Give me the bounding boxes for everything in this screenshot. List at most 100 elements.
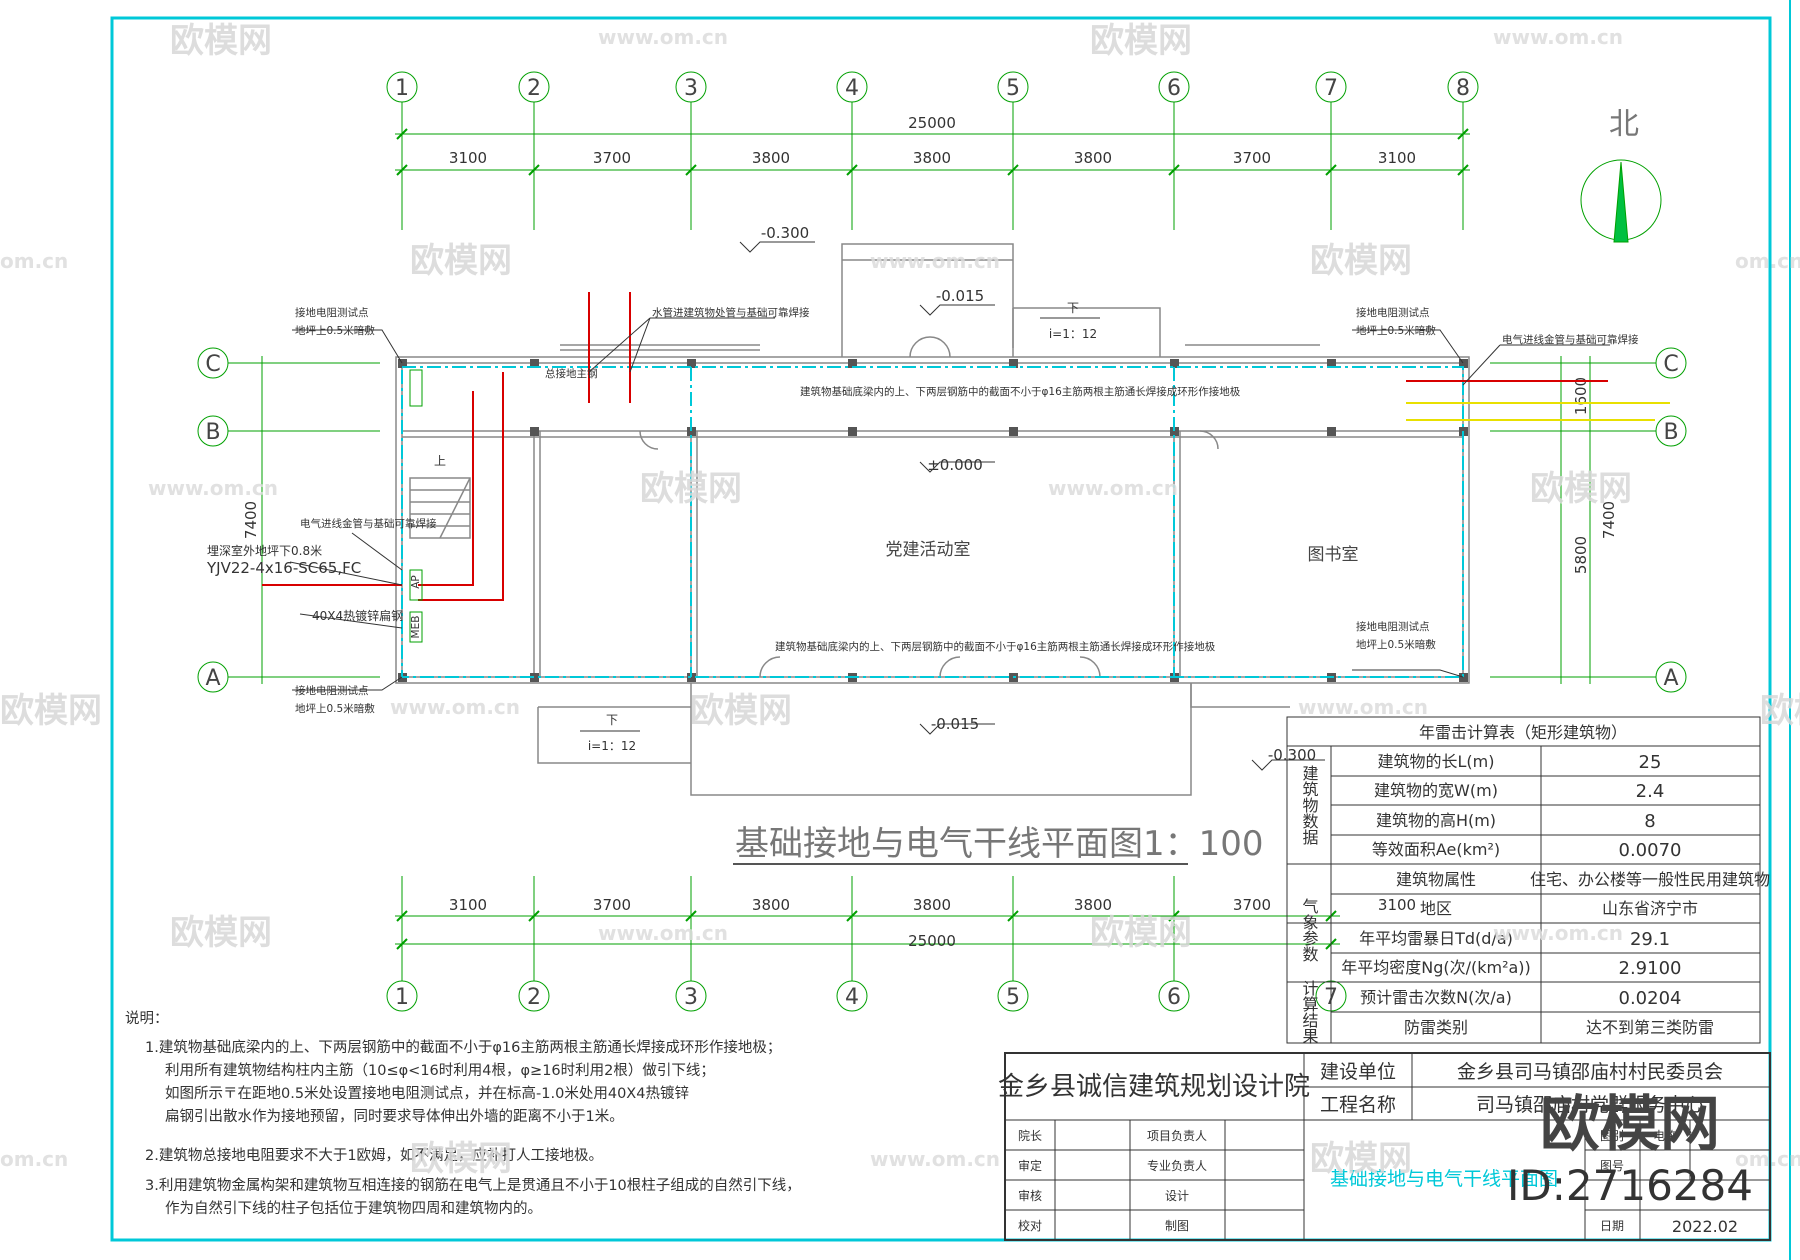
dim-top-span-5: 3800 bbox=[1074, 149, 1112, 167]
axis-bottom-5: 5 bbox=[1006, 985, 1020, 1010]
dim-top-total: 25000 bbox=[908, 114, 956, 132]
dim-right-a: 5800 bbox=[1572, 536, 1590, 574]
watermark-url-4: www.om.cn bbox=[870, 249, 1000, 273]
institute-name: 金乡县诚信建筑规划设计院 bbox=[998, 1072, 1310, 1102]
watermark-url-9: www.om.cn bbox=[1298, 695, 1428, 719]
calc-val-6: 29.1 bbox=[1630, 929, 1670, 950]
axis-bottom-1: 1 bbox=[395, 985, 409, 1010]
dim-top-span-4: 3800 bbox=[913, 149, 951, 167]
test-point-nw: 接地电阻测试点 bbox=[295, 306, 369, 319]
watermark-url-3: om.cn bbox=[0, 249, 68, 273]
panel-meb-label: MEB bbox=[410, 616, 422, 639]
watermark-url-7: www.om.cn bbox=[1048, 476, 1178, 500]
panel-ap-label: AP bbox=[410, 575, 422, 589]
project-value: 司马镇邵庙村党群服务中心 bbox=[1476, 1094, 1704, 1116]
watermark-url-14: om.cn bbox=[1735, 1147, 1800, 1171]
grid-labels-top: 1 2 3 4 5 6 7 8 bbox=[395, 76, 1470, 101]
role-1: 院长 bbox=[1018, 1129, 1042, 1143]
watermark-brand-13: 欧模网 bbox=[1310, 1139, 1412, 1179]
grounding-ring bbox=[401, 366, 1464, 678]
leader-lines bbox=[289, 317, 1610, 691]
col-a-label: 图别 bbox=[1600, 1129, 1624, 1143]
grid-axes bbox=[197, 71, 1687, 1012]
title-block-roles: 院长 审定 审核 校对 项目负责人 专业负责人 设计 制图 bbox=[1018, 1129, 1207, 1233]
level-3: ±0.000 bbox=[927, 456, 983, 474]
calc-table-rows: 建筑物的长L(m) 25 建筑物的宽W(m) 2.4 建筑物的高H(m) 8 等… bbox=[1341, 752, 1770, 1037]
north-label: 北 bbox=[1609, 107, 1639, 142]
calc-key-4: 建筑物属性 bbox=[1396, 870, 1476, 889]
role2-3: 设计 bbox=[1165, 1189, 1189, 1203]
calc-key-0: 建筑物的长L(m) bbox=[1378, 752, 1495, 771]
dim-bottom-span-6: 3700 bbox=[1233, 896, 1271, 914]
test-point-ne-height: 地坪上0.5米暗敷 bbox=[1356, 324, 1436, 337]
watermark-url-11: www.om.cn bbox=[1493, 921, 1623, 945]
client-value: 金乡县司马镇邵庙村村民委员会 bbox=[1457, 1061, 1723, 1083]
client-label: 建设单位 bbox=[1320, 1061, 1396, 1083]
watermark-brand-1: 欧模网 bbox=[170, 21, 272, 61]
watermark-url-12: om.cn bbox=[0, 1147, 68, 1171]
calc-group-building: 建筑物数据 bbox=[1300, 765, 1319, 846]
calc-val-9: 达不到第三类防雷 bbox=[1586, 1018, 1714, 1037]
watermark-brand-10: 欧模网 bbox=[170, 913, 272, 953]
watermark-brand-11: 欧模网 bbox=[1090, 913, 1192, 953]
axis-right-b: B bbox=[1663, 420, 1678, 445]
calc-group-weather: 气象参数 bbox=[1300, 898, 1319, 962]
level-4: -0.015 bbox=[931, 715, 979, 733]
axis-left-b: B bbox=[205, 420, 220, 445]
axis-bottom-3: 3 bbox=[684, 985, 698, 1010]
axis-top-5: 5 bbox=[1006, 76, 1020, 101]
watermark-url-13: www.om.cn bbox=[870, 1147, 1000, 1171]
title-block bbox=[1004, 1052, 1771, 1241]
calc-table-title: 年雷击计算表（矩形建筑物） bbox=[1419, 723, 1627, 742]
dim-top-span-7: 3100 bbox=[1378, 149, 1416, 167]
note-2: 2.建筑物总接地电阻要求不大于1欧姆，如不满足，应补打人工接地极。 bbox=[145, 1146, 603, 1164]
role-3: 审核 bbox=[1018, 1188, 1042, 1203]
watermark-brand-5: 欧模网 bbox=[640, 469, 742, 509]
calc-key-5: 地区 bbox=[1420, 899, 1452, 918]
axis-bottom-2: 2 bbox=[527, 985, 541, 1010]
dim-bottom-span-2: 3700 bbox=[593, 896, 631, 914]
sheet-outer-frame bbox=[110, 16, 1772, 1242]
project-label: 工程名称 bbox=[1320, 1094, 1396, 1116]
dim-right-b: 1600 bbox=[1572, 377, 1590, 415]
dimension-texts-bottom: 3100 3700 3800 3800 3800 3700 3100 25000 bbox=[449, 896, 1416, 950]
watermark-url-2: www.om.cn bbox=[1493, 25, 1623, 49]
ramp-slope-south: i=1：12 bbox=[588, 739, 636, 753]
note-rebar-top: 建筑物基础底梁内的上、下两层钢筋中的截面不小于φ16主筋两根主筋通长焊接成环形作… bbox=[800, 385, 1241, 398]
grid-labels-rows: C B A C B A bbox=[205, 352, 1678, 691]
test-point-se: 接地电阻测试点 bbox=[1356, 620, 1430, 633]
role-2: 审定 bbox=[1018, 1158, 1042, 1173]
calc-val-1: 2.4 bbox=[1636, 781, 1665, 802]
level-markers bbox=[739, 241, 1325, 771]
note-3b: 作为自然引下线的柱子包括位于建筑物四周和建筑物内的。 bbox=[165, 1200, 542, 1217]
dimension-texts-top: 25000 3100 3700 3800 3800 3800 3700 3100 bbox=[449, 114, 1416, 167]
note-main-bar: 总接地主钢 bbox=[545, 367, 598, 380]
calc-key-8: 预计雷击次数N(次/a) bbox=[1360, 988, 1512, 1007]
room-activity: 党建活动室 bbox=[886, 540, 971, 560]
watermark-url-8: www.om.cn bbox=[390, 695, 520, 719]
role2-2: 专业负责人 bbox=[1147, 1158, 1207, 1173]
dim-bottom-total: 25000 bbox=[908, 932, 956, 950]
watermark-brand-4: 欧模网 bbox=[1310, 241, 1412, 281]
notes-heading: 说明： bbox=[125, 1010, 169, 1027]
role2-1: 项目负责人 bbox=[1147, 1129, 1207, 1143]
calc-key-9: 防雷类别 bbox=[1404, 1018, 1468, 1037]
axis-top-2: 2 bbox=[527, 76, 541, 101]
watermark-brand-6: 欧模网 bbox=[1530, 469, 1632, 509]
watermark-url-5: om.cn bbox=[1735, 249, 1800, 273]
stair-up-label: 上 bbox=[434, 454, 446, 468]
cable-spec-label: YJV22-4x16-SC65,FC bbox=[206, 559, 361, 577]
test-point-ne: 接地电阻测试点 bbox=[1356, 306, 1430, 319]
calc-key-1: 建筑物的宽W(m) bbox=[1374, 781, 1498, 800]
calc-key-6: 年平均雷暴日Td(d/a) bbox=[1359, 929, 1513, 948]
note-rebar-bottom: 建筑物基础底梁内的上、下两层钢筋中的截面不小于φ16主筋两根主筋通长焊接成环形作… bbox=[775, 640, 1216, 653]
role2-4: 制图 bbox=[1165, 1219, 1189, 1233]
axis-left-c: C bbox=[205, 352, 220, 377]
watermark-brand-8: 欧模网 bbox=[690, 691, 792, 731]
watermark-brand-12: 欧模网 bbox=[410, 1139, 512, 1179]
dim-bottom-span-1: 3100 bbox=[449, 896, 487, 914]
watermark-brand-3: 欧模网 bbox=[410, 241, 512, 281]
steel-strip-label: 40X4热镀锌扁钢 bbox=[312, 609, 403, 623]
north-arrow: 北 bbox=[1580, 107, 1662, 243]
